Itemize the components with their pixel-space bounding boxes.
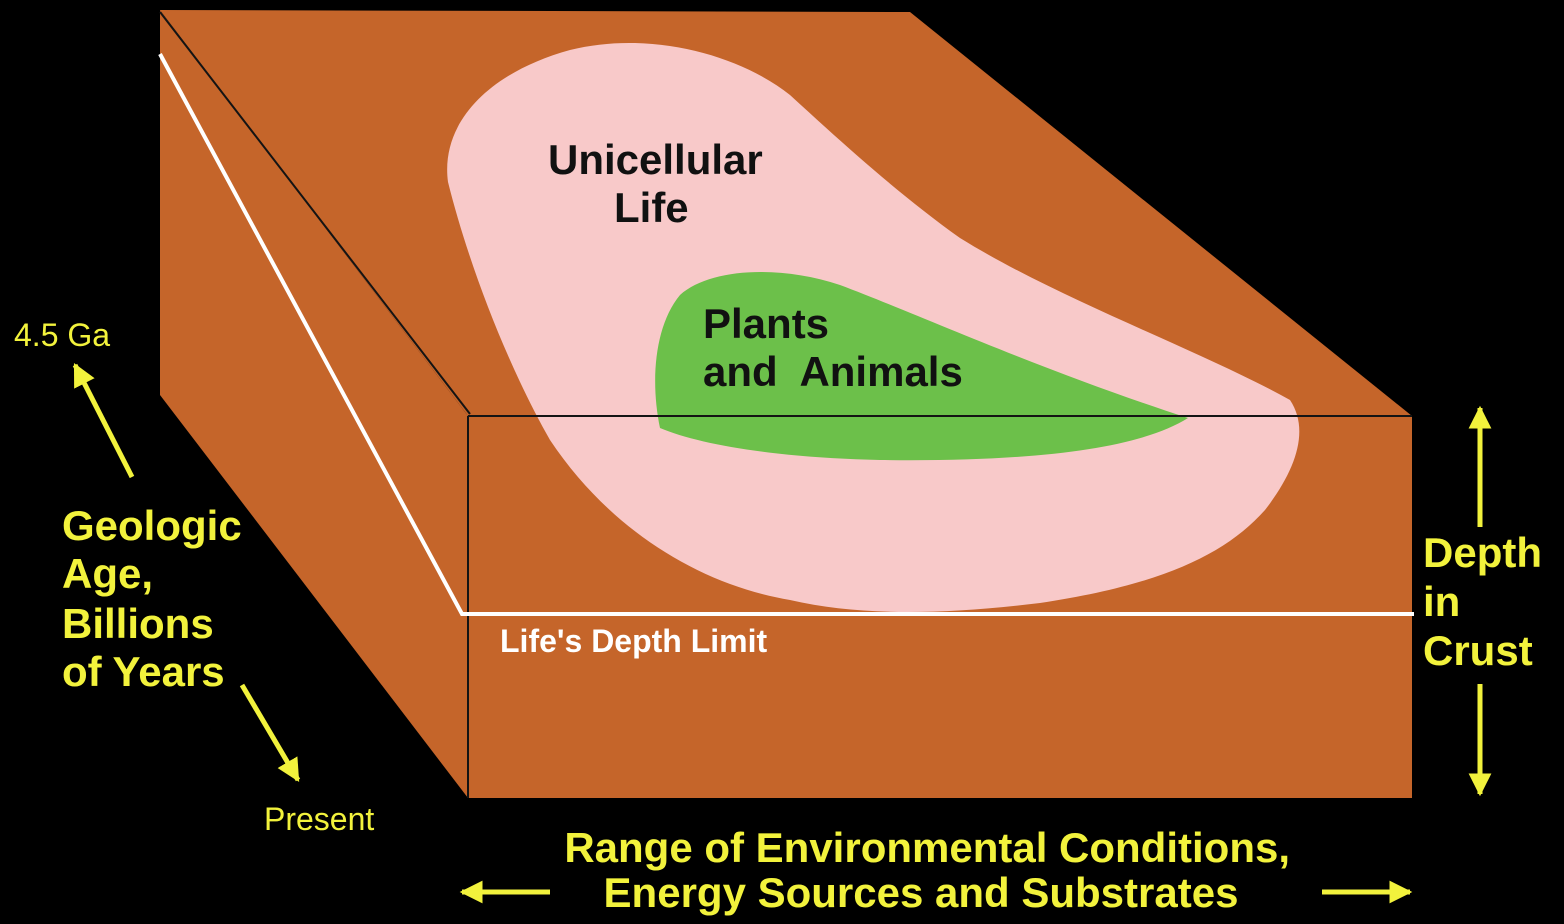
age-title-line-2: Age, [62, 550, 153, 597]
plants-animals-line-1: Plants [703, 300, 829, 347]
depth-title-line-2: in [1423, 578, 1460, 625]
plants-animals-line-2: and Animals [703, 348, 963, 395]
range-title-line-1: Range of Environmental Conditions, [564, 824, 1290, 871]
range-axis-title: Range of Environmental Conditions, Energ… [564, 824, 1301, 916]
age-title-line-3: Billions [62, 600, 214, 647]
depth-title-line-1: Depth [1423, 529, 1542, 576]
depth-limit-label: Life's Depth Limit [500, 623, 768, 659]
age-top-label: 4.5 Ga [14, 317, 110, 353]
depth-title-line-3: Crust [1423, 627, 1533, 674]
age-bottom-label: Present [264, 801, 374, 837]
age-title-line-1: Geologic [62, 502, 242, 549]
range-title-line-2: Energy Sources and Substrates [604, 869, 1239, 916]
unicellular-line-1: Unicellular [548, 136, 763, 183]
unicellular-line-2: Life [614, 184, 689, 231]
age-title-line-4: of Years [62, 648, 225, 695]
